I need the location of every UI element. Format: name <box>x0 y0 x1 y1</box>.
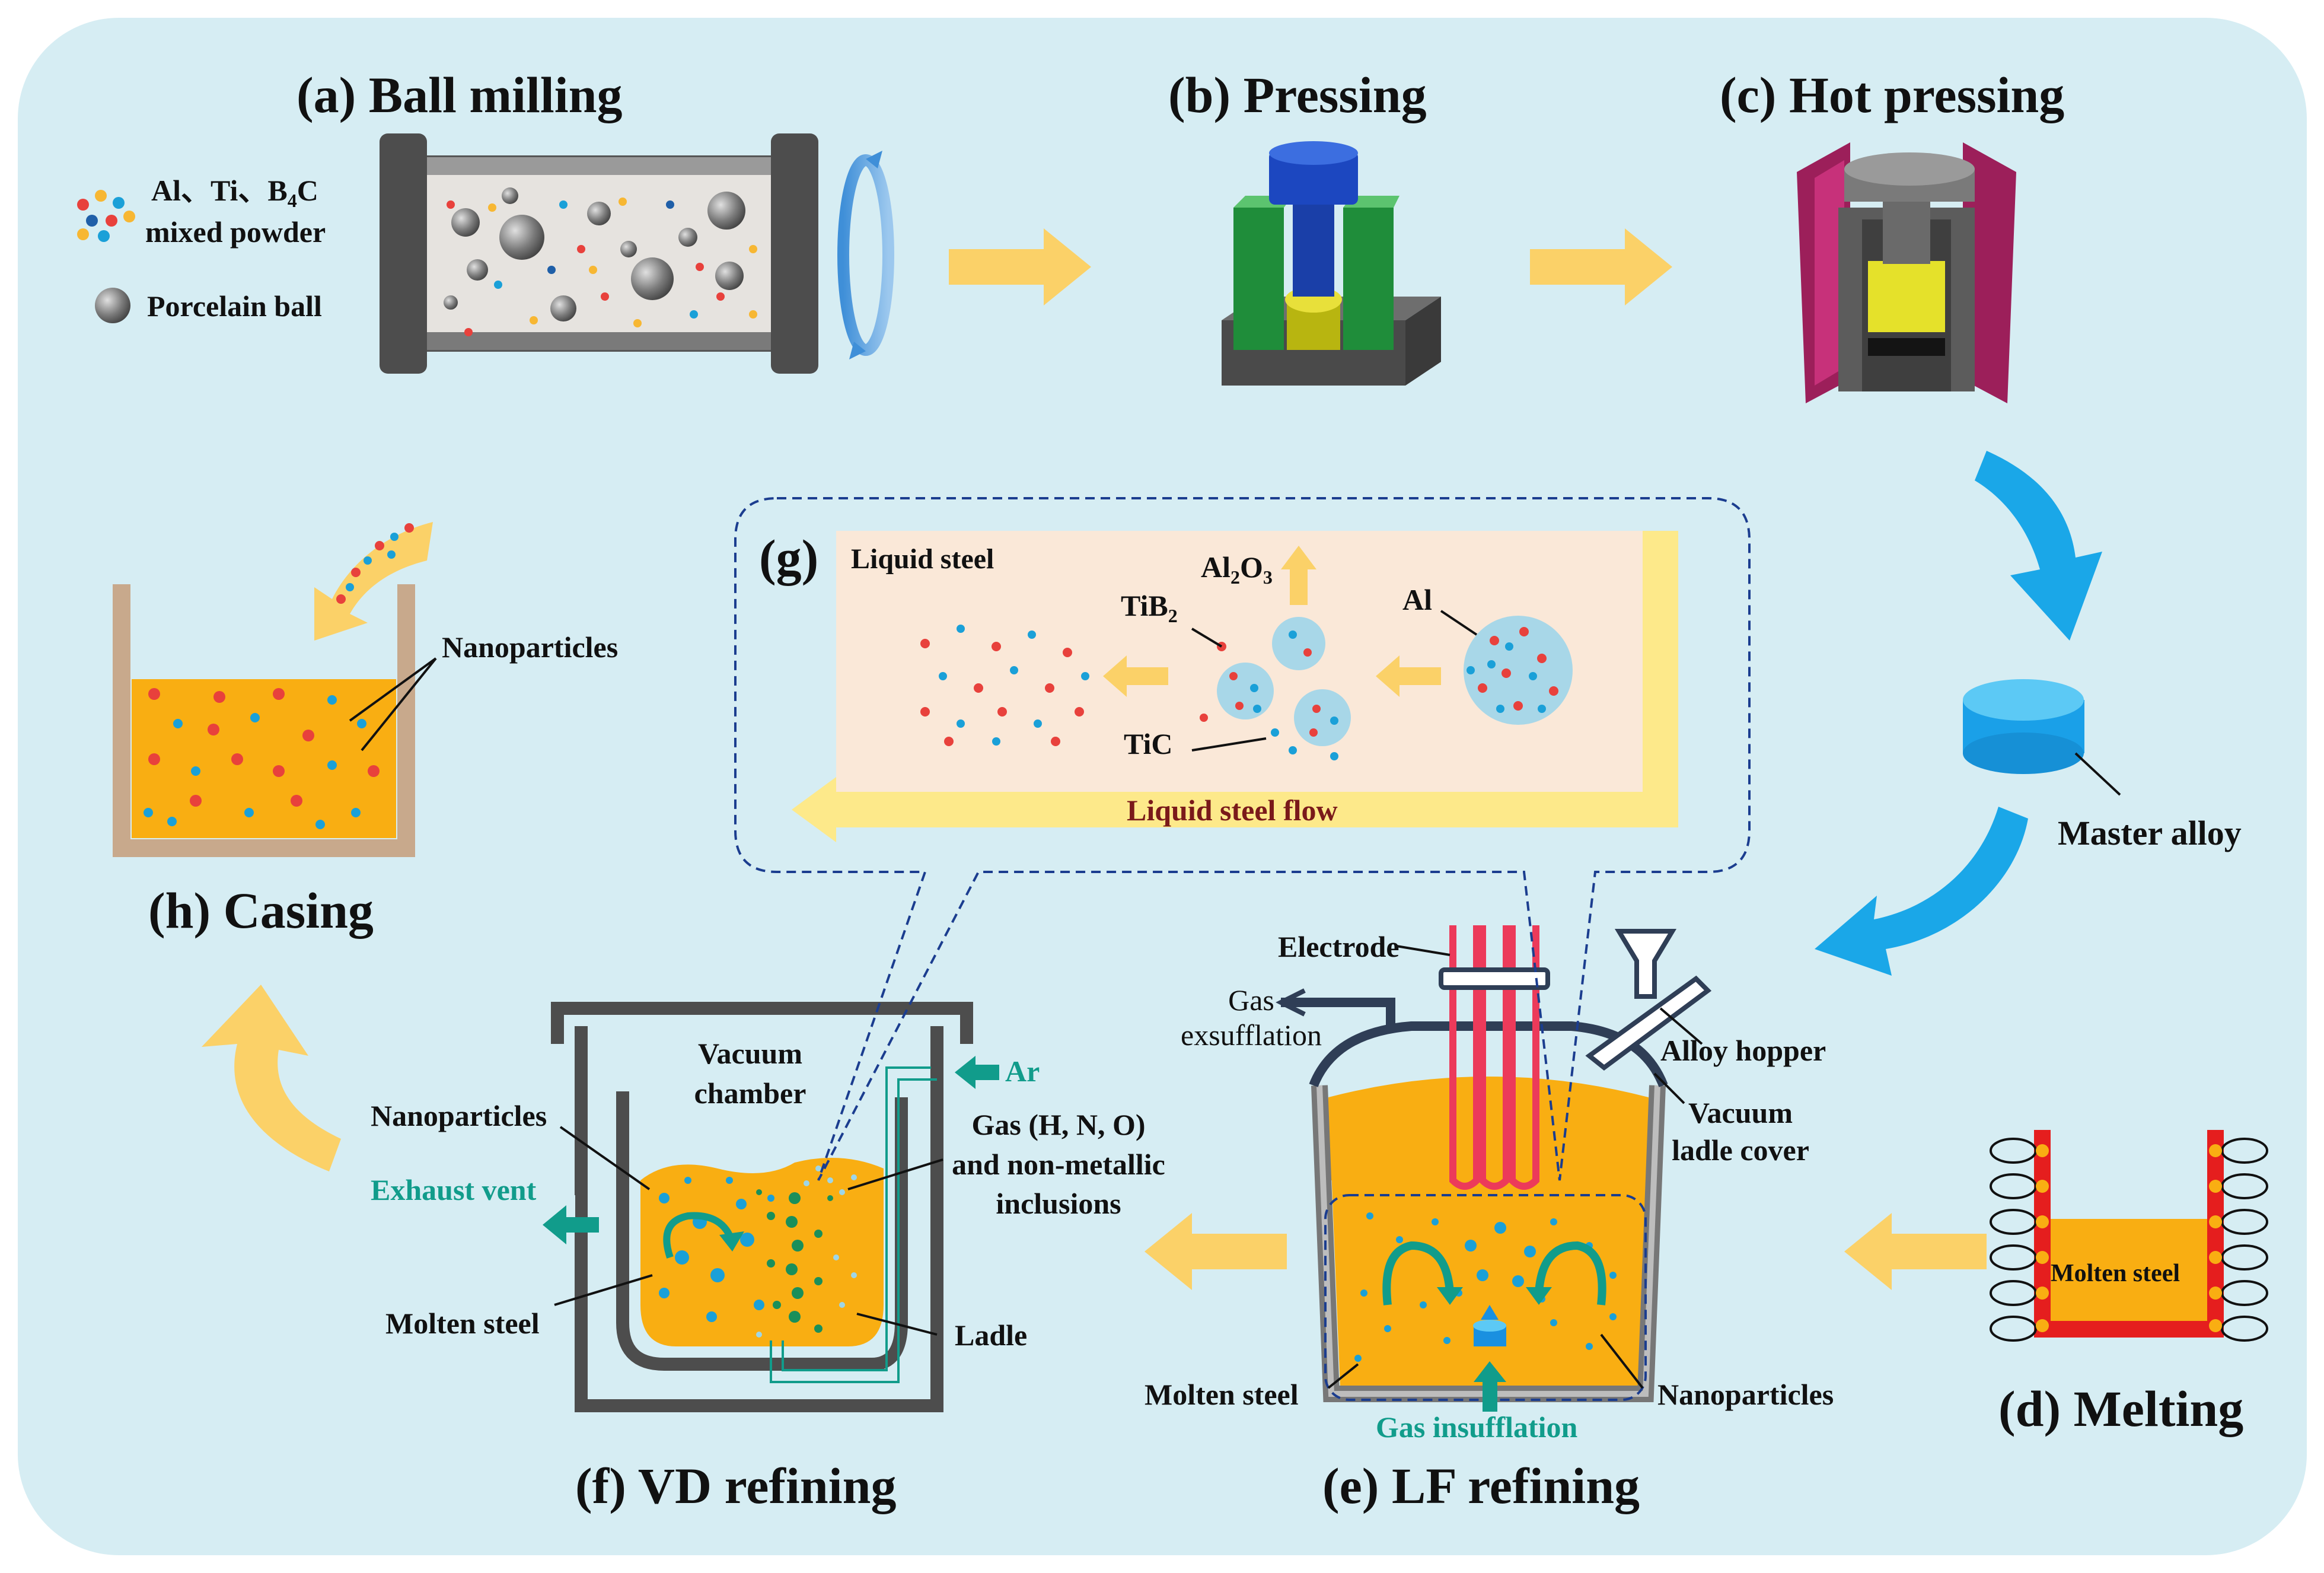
ball-mill-legend <box>77 190 135 323</box>
hot-press <box>1797 142 2016 403</box>
liquid-steel-flow-label: Liquid steel flow <box>1127 794 1338 827</box>
vd-ar-pipe <box>770 1066 937 1383</box>
electrodes <box>1449 925 1539 1190</box>
inset-arrow-1 <box>1376 655 1441 697</box>
lf-ladle <box>1276 925 1712 1412</box>
porcelain-ball-label: Porcelain ball <box>147 289 322 323</box>
inset-al-particle <box>1464 616 1573 725</box>
master-alloy-label: Master alloy <box>2058 814 2242 852</box>
al2o3-up-arrow <box>1281 546 1316 605</box>
arrow-d-to-e <box>1844 1213 1987 1290</box>
vd-chamber <box>543 1002 999 1412</box>
porcelain-ball-icon <box>95 288 130 323</box>
exhaust-vent-label: Exhaust vent <box>371 1173 537 1206</box>
mixed-powder-icon <box>77 190 135 242</box>
lf-flow-arrows <box>1382 1241 1606 1305</box>
inset-liquid-steel-label: Liquid steel <box>851 543 994 575</box>
step-f-title: (f) VD refining <box>575 1457 897 1514</box>
lf-molten-steel-label: Molten steel <box>1145 1378 1299 1411</box>
gas-insufflation-arrow <box>1474 1361 1506 1412</box>
lf-plug <box>1473 1305 1506 1346</box>
mill-powder <box>447 198 757 336</box>
alloy-hopper-label: Alloy hopper <box>1660 1034 1826 1067</box>
lf-nanoparticles-label: Nanoparticles <box>1657 1378 1834 1411</box>
mixed-powder-label-2: mixed powder <box>145 215 326 249</box>
inset-dispersed-particles <box>920 625 1089 746</box>
casing-particles <box>144 688 380 829</box>
rotation-icon <box>837 151 894 359</box>
arrow-c-to-master-alloy <box>1975 451 2102 641</box>
arrow-a-to-b <box>949 228 1091 305</box>
tib2-label: TiB2 <box>1121 589 1178 626</box>
liquid-steel-flow-arrow <box>792 531 1678 842</box>
step-b-title: (b) Pressing <box>1168 66 1427 123</box>
vd-inclusions <box>756 1166 857 1338</box>
inset-arrow-2 <box>1103 655 1168 697</box>
step-a-title: (a) Ball milling <box>297 66 623 123</box>
step-h-title: (h) Casing <box>148 882 374 939</box>
exhaust-arrow <box>543 1205 599 1244</box>
casing-mold <box>113 522 433 857</box>
vd-gas-bubbles <box>756 1189 833 1333</box>
inset-callout <box>734 497 1751 1181</box>
inset-reaction-cluster <box>1200 617 1351 760</box>
melting-molten-steel-label: Molten steel <box>2051 1260 2180 1287</box>
master-alloy-disk <box>1963 679 2121 796</box>
step-g-title: (g) <box>759 529 819 586</box>
electrode-label: Electrode <box>1278 930 1399 963</box>
melting-furnace <box>1990 1130 2268 1342</box>
vd-molten-steel-label: Molten steel <box>385 1307 540 1340</box>
arrow-master-alloy-to-lf <box>1815 807 2028 976</box>
press <box>1222 141 1441 386</box>
step-e-title: (e) LF refining <box>1322 1457 1640 1514</box>
ar-arrow <box>955 1056 999 1089</box>
inset-al-label: Al <box>1402 583 1432 616</box>
vd-nanoparticles-label: Nanoparticles <box>371 1099 547 1132</box>
pour-arrow <box>314 522 433 641</box>
arrow-e-to-f <box>1145 1213 1287 1290</box>
casing-nanoparticles-label: Nanoparticles <box>442 631 619 664</box>
alloy-hopper-shape <box>1585 929 1712 1071</box>
mixed-powder-label: Al、Ti、B4C <box>151 174 318 211</box>
al2o3-label: Al2O3 <box>1201 550 1273 588</box>
step-d-title: (d) Melting <box>1998 1380 2244 1437</box>
arrow-f-to-h <box>202 985 341 1171</box>
ball-mill <box>380 133 818 374</box>
tic-label: TiC <box>1124 727 1173 760</box>
arrow-b-to-c <box>1530 228 1672 305</box>
mill-balls <box>444 187 745 321</box>
ladle-label: Ladle <box>955 1319 1028 1352</box>
step-c-title: (c) Hot pressing <box>1720 66 2065 123</box>
gas-insufflation-label: Gas insufflation <box>1376 1410 1578 1444</box>
ar-label: Ar <box>1005 1055 1040 1088</box>
